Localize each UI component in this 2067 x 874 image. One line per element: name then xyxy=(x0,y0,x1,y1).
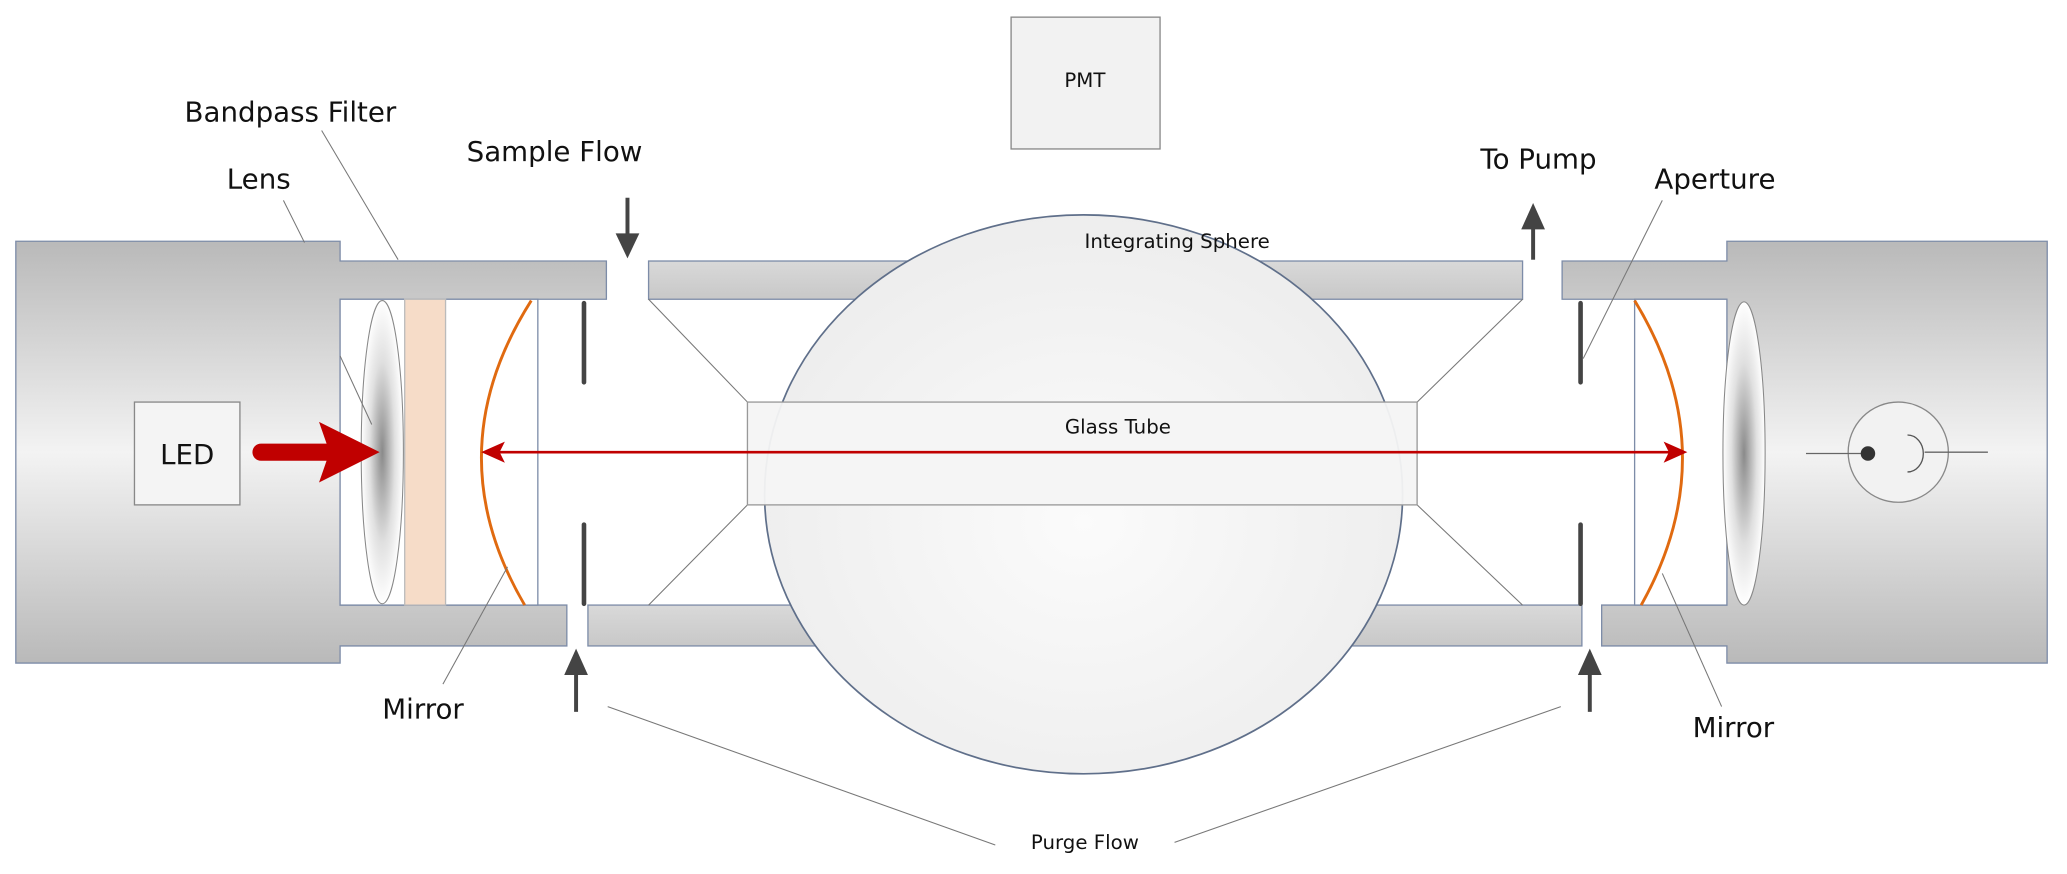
led-label: LED xyxy=(160,438,214,471)
led-box: LED xyxy=(133,401,241,506)
led-emission-arrow-icon xyxy=(252,421,380,483)
purge-flow-label: Purge Flow xyxy=(1031,831,1139,854)
bandpass-filter-label: Bandpass Filter xyxy=(185,95,397,128)
glass-tube-label: Glass Tube xyxy=(1065,416,1171,439)
bandpass-filter xyxy=(404,298,447,606)
left-mirror xyxy=(479,299,533,606)
purge-flow-left-arrow-icon xyxy=(564,648,588,712)
to-pump-label: To Pump xyxy=(1479,143,1596,176)
light-beam-double-arrow xyxy=(481,441,1688,463)
mirror-left-label: Mirror xyxy=(382,692,464,725)
leader-lines xyxy=(282,130,1723,846)
sample-flow-label: Sample Flow xyxy=(467,135,643,168)
lens-label: Lens xyxy=(227,163,291,196)
pmt-label: PMT xyxy=(1064,69,1106,92)
right-lens xyxy=(1722,301,1766,606)
aperture-label: Aperture xyxy=(1654,163,1775,196)
pmt-box: PMT xyxy=(1010,16,1161,150)
detector-icon xyxy=(1805,401,1988,503)
sample-flow-arrow-icon xyxy=(615,197,640,259)
mirror-right-label: Mirror xyxy=(1693,711,1775,744)
to-pump-arrow-icon xyxy=(1521,203,1545,260)
purge-flow-right-arrow-icon xyxy=(1577,648,1602,712)
integrating-sphere-label: Integrating Sphere xyxy=(1085,230,1270,253)
